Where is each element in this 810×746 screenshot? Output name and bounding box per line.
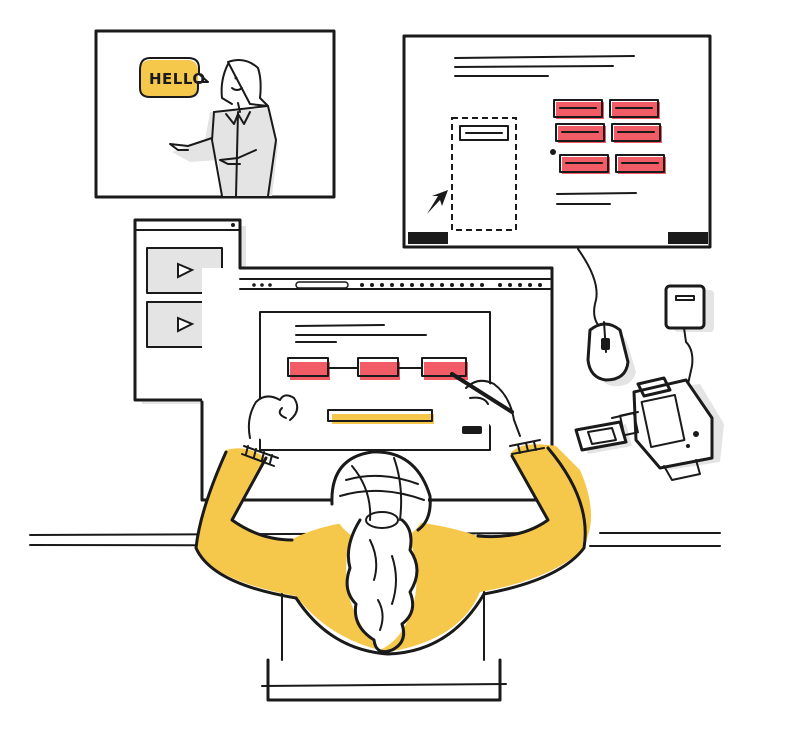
speech-bubble: HELLO (139, 57, 209, 98)
video-call-screen: HELLO (94, 29, 336, 199)
presenter-person (169, 59, 278, 197)
monitor-toolbar (252, 281, 542, 289)
sweater-cuffs (241, 439, 545, 467)
power-adapter-icon (664, 284, 714, 385)
person-hair (330, 450, 432, 654)
sticky-note-grid (550, 99, 666, 174)
person-at-desk (194, 372, 591, 705)
stylus-pen-icon (450, 372, 514, 414)
flow-diagram (287, 357, 468, 380)
computer-mouse-icon (586, 321, 636, 387)
office-chair (261, 554, 507, 705)
play-icon (177, 262, 195, 279)
whiteboard-screen (402, 34, 712, 249)
cursor-arrow-icon (427, 190, 448, 214)
video-camera-icon (611, 376, 724, 481)
play-icon (177, 316, 195, 333)
speech-bubble-text: HELLO (149, 70, 206, 88)
usb-drive-icon (574, 411, 639, 454)
